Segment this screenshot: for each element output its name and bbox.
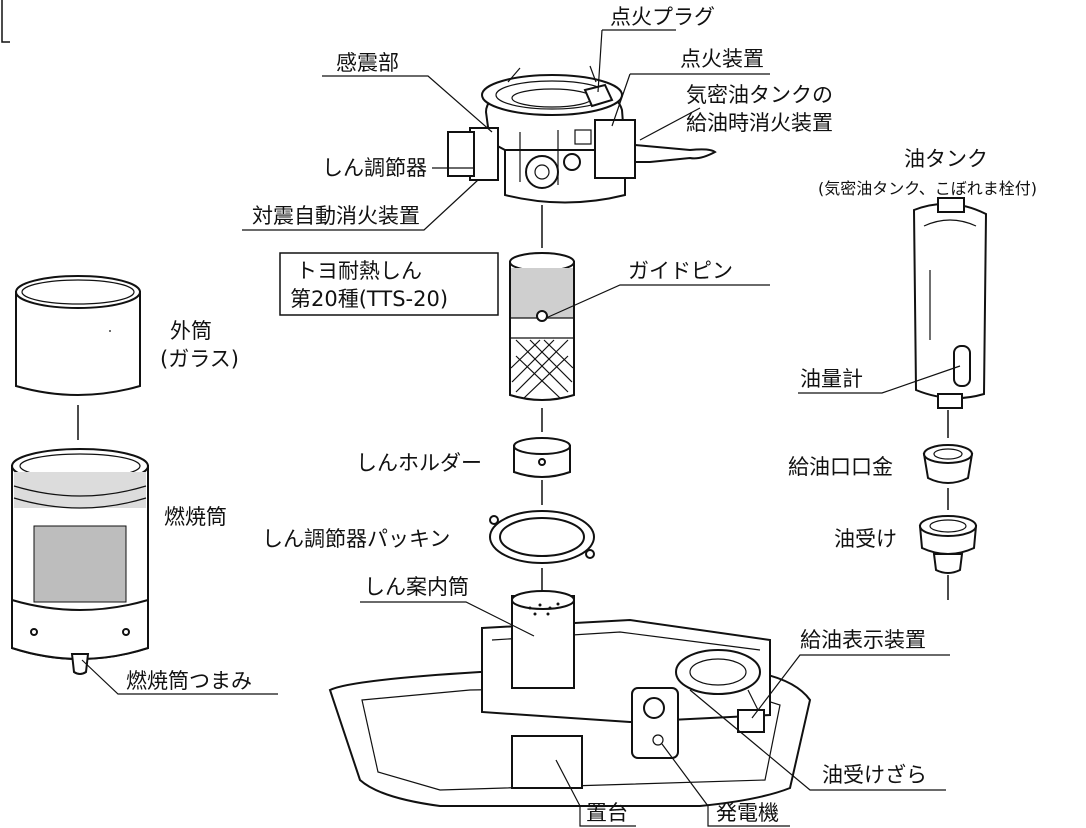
label-oil-gauge: 油量計: [800, 367, 863, 391]
wick-holder: [513, 437, 571, 478]
label-combustion-knob: 燃焼筒つまみ: [126, 669, 252, 693]
corner-mark: [1, 0, 10, 43]
label-wick-holder: しんホルダー: [356, 451, 482, 475]
base-and-oil-tray: [328, 590, 812, 807]
label-oil-receiver: 油受け: [834, 527, 897, 551]
leader-combustion-knob: [81, 659, 278, 695]
label-wick-name-line2: 第20種(TTS-20): [290, 287, 448, 311]
leader-ignition-device: [611, 73, 770, 127]
wick: [509, 252, 575, 401]
label-ignition-device: 点火装置: [680, 47, 764, 71]
label-seismic-sensor: 感震部: [336, 51, 399, 75]
label-generator: 発電機: [716, 801, 779, 825]
label-guide-pin: ガイドピン: [628, 259, 733, 283]
leader-refuel-indicator: [751, 654, 950, 719]
outer-cylinder-glass: [15, 275, 141, 396]
leader-oil-tray: [689, 689, 946, 791]
label-base: 置台: [586, 801, 628, 825]
leader-seismic-sensor: [322, 75, 493, 133]
label-refuel-indicator: 給油表示装置: [800, 628, 926, 652]
oil-receiver: [918, 515, 978, 574]
leader-seismic-extinguisher: [242, 179, 479, 231]
leader-oil-gauge: [798, 365, 961, 394]
label-oil-tank: 油タンク: [904, 147, 988, 171]
label-wick-name-line1: トヨ耐熱しん: [296, 259, 422, 283]
leader-guide-pin: [545, 284, 770, 319]
burner-assembly: [447, 65, 717, 204]
combustion-cylinder: [11, 448, 149, 675]
label-wick-adjuster: しん調節器: [322, 156, 427, 180]
wick-adjuster-packing: [489, 510, 595, 564]
label-oil-tank-note: (気密油タンク、こぼれま栓付): [818, 179, 1037, 198]
label-combustion-cylinder: 燃焼筒: [164, 505, 227, 529]
label-outer-cylinder-line1: 外筒: [170, 319, 212, 343]
label-outer-cylinder-line2: (ガラス): [160, 347, 239, 371]
leader-airtight-extinguisher: [639, 107, 701, 141]
label-wick-guide: しん案内筒: [364, 575, 469, 599]
oil-tank: [912, 197, 988, 409]
wick-name-box: [279, 252, 499, 316]
fuel-cap: [922, 444, 974, 484]
label-airtight-extinguisher-line1: 気密油タンクの: [686, 83, 833, 107]
label-ignition-plug: 点火プラグ: [610, 5, 715, 29]
label-wick-adjuster-packing: しん調節器パッキン: [262, 527, 450, 551]
label-seismic-extinguisher: 対震自動消火装置: [252, 204, 420, 228]
label-airtight-extinguisher-line2: 給油時消火装置: [686, 111, 833, 135]
leader-wick-guide: [360, 601, 535, 637]
leader-base: [555, 759, 636, 827]
label-oil-tray: 油受けざら: [822, 763, 927, 787]
leader-ignition-plug: [597, 29, 676, 93]
label-fuel-cap: 給油口口金: [788, 455, 893, 479]
leader-generator: [661, 743, 790, 827]
